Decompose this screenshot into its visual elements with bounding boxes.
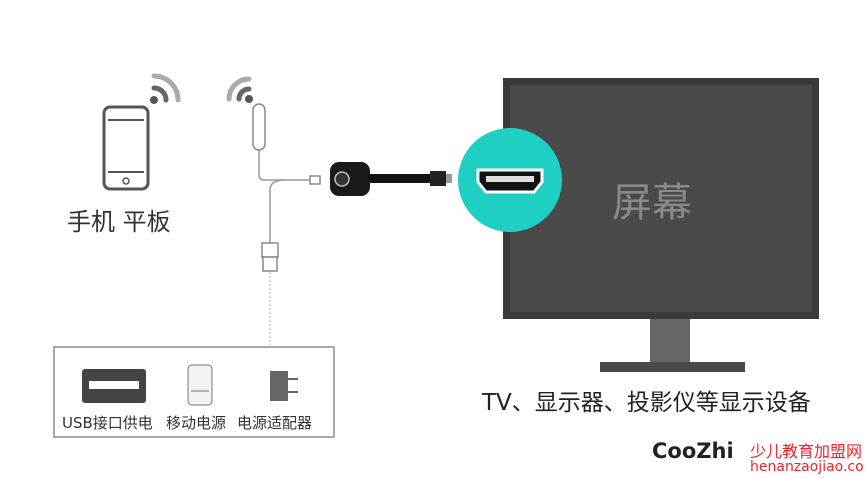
hdmi-port-icon	[458, 128, 562, 232]
tv-caption: TV、显示器、投影仪等显示设备	[482, 390, 811, 416]
screen-label: 屏幕	[612, 180, 692, 226]
power-options-box	[53, 346, 335, 438]
watermark-brand: CooZhi	[652, 439, 734, 463]
power-adapter-icon	[270, 371, 288, 401]
power-bank-icon	[187, 364, 213, 406]
power-option-adapter: 电源适配器	[237, 414, 313, 432]
wireless-dongle	[330, 162, 452, 196]
phone-icon	[102, 105, 150, 191]
phone-tablet-label: 手机 平板	[67, 208, 171, 236]
watermark-site-cn: 少儿教育加盟网	[750, 442, 863, 461]
power-option-usb: USB接口供电	[62, 414, 153, 432]
watermark-site-url: henanzaojiao.com	[750, 459, 865, 475]
dongle-wifi-icon	[226, 76, 253, 103]
power-option-powerbank: 移动电源	[166, 414, 227, 432]
phone-wifi-icon	[150, 73, 181, 104]
antenna-cable	[252, 103, 321, 345]
